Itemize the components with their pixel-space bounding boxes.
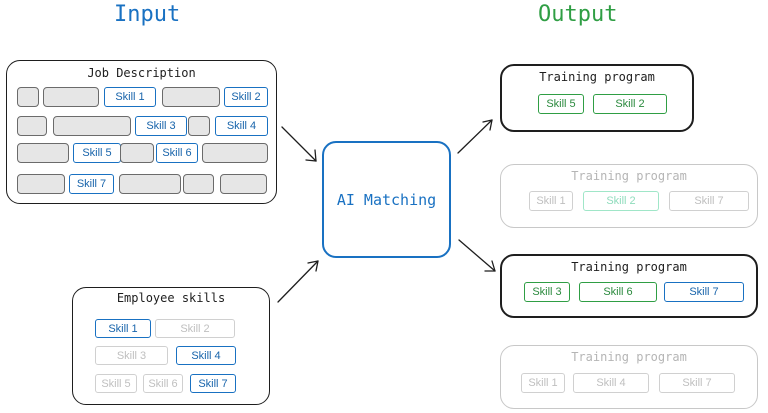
arrow-jd-to-ai <box>281 126 317 162</box>
training-program-panel-4: Training program Skill 1 Skill 4 Skill 7 <box>500 345 758 409</box>
text-placeholder-block <box>202 143 268 163</box>
jd-skill-chip: Skill 1 <box>104 87 156 107</box>
training-skill-chip: Skill 2 <box>583 191 659 211</box>
employee-skill-chip: Skill 6 <box>143 374 183 393</box>
employee-skills-panel: Employee skills Skill 1 Skill 2 Skill 3 … <box>72 287 270 405</box>
jd-skill-chip: Skill 2 <box>224 87 268 107</box>
training-skill-chip: Skill 7 <box>659 373 735 393</box>
arrow-ai-to-program-3 <box>458 239 496 272</box>
text-placeholder-block <box>120 143 154 163</box>
jd-skill-chip: Skill 7 <box>69 174 114 194</box>
employee-skill-chip: Skill 1 <box>95 319 151 338</box>
training-skill-chip: Skill 3 <box>524 282 570 302</box>
text-placeholder-block <box>119 174 181 194</box>
job-description-title: Job Description <box>87 66 196 80</box>
employee-skill-chip: Skill 2 <box>155 319 235 338</box>
training-skill-chip: Skill 7 <box>669 191 749 211</box>
jd-skill-chip: Skill 6 <box>156 143 198 163</box>
text-placeholder-block <box>183 174 214 194</box>
ai-matching-label: AI Matching <box>336 190 437 209</box>
employee-skill-chip: Skill 5 <box>95 374 137 393</box>
training-program-title: Training program <box>571 350 687 364</box>
text-placeholder-block <box>162 87 220 107</box>
training-skill-chip: Skill 2 <box>593 94 667 114</box>
employee-skills-title: Employee skills <box>116 291 226 305</box>
input-heading: Input <box>114 2 181 27</box>
arrow-ai-to-program-1 <box>457 119 493 154</box>
employee-skill-chip: Skill 4 <box>176 346 236 365</box>
text-placeholder-block <box>53 116 131 136</box>
training-skill-chip: Skill 1 <box>529 191 573 211</box>
text-placeholder-block <box>17 87 39 107</box>
text-placeholder-block <box>220 174 267 194</box>
text-placeholder-block <box>17 143 69 163</box>
training-skill-chip: Skill 4 <box>573 373 649 393</box>
employee-skill-chip: Skill 7 <box>190 374 236 393</box>
text-placeholder-block <box>188 116 210 136</box>
training-program-title: Training program <box>539 70 655 84</box>
training-skill-chip: Skill 6 <box>579 282 657 302</box>
training-program-title: Training program <box>571 260 687 274</box>
jd-skill-chip: Skill 3 <box>135 116 187 136</box>
training-skill-chip: Skill 1 <box>521 373 565 393</box>
employee-skill-chip: Skill 3 <box>95 346 168 365</box>
training-program-panel-1: Training program Skill 5 Skill 2 <box>500 64 694 132</box>
training-program-panel-2: Training program Skill 1 Skill 2 Skill 7 <box>500 164 758 228</box>
text-placeholder-block <box>43 87 99 107</box>
jd-skill-chip: Skill 5 <box>73 143 121 163</box>
output-heading: Output <box>538 2 618 27</box>
training-skill-chip: Skill 7 <box>664 282 744 302</box>
text-placeholder-block <box>17 174 65 194</box>
jd-skill-chip: Skill 4 <box>215 116 268 136</box>
job-description-panel: Job Description Skill 1 Skill 2 Skill 3 … <box>6 60 277 204</box>
training-program-panel-3: Training program Skill 3 Skill 6 Skill 7 <box>500 254 758 318</box>
ai-matching-box: AI Matching <box>322 141 451 258</box>
training-program-title: Training program <box>571 169 687 183</box>
arrow-skills-to-ai <box>277 260 319 303</box>
training-skill-chip: Skill 5 <box>538 94 584 114</box>
text-placeholder-block <box>17 116 47 136</box>
